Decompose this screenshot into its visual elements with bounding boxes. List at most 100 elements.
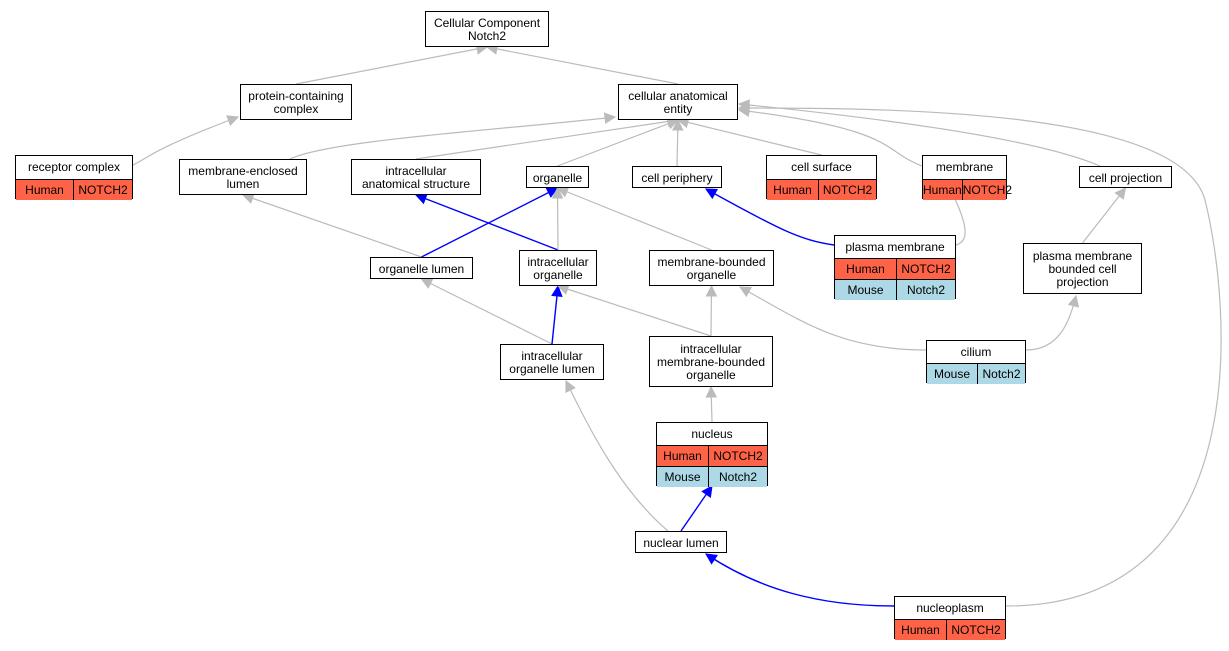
gene-cell: NOTCH2 [951, 622, 1001, 637]
annotation-row-human: Human NOTCH2 [895, 619, 1005, 640]
species-cell: Human [767, 180, 819, 200]
edge-plasma-membrane-bounded-cell-projection-to-cell-projection-arrowhead [1114, 187, 1127, 200]
gene-cell: NOTCH2 [822, 182, 873, 197]
edge-nucleus-to-intracellular-membrane-bounded-organelle-arrowhead [705, 385, 718, 398]
species-cell: Human [923, 180, 963, 200]
edge-cilium-to-membrane-bounded-organelle [739, 286, 927, 351]
edge-nuclear-lumen-to-nucleus-arrowhead [701, 485, 713, 498]
node-label: cell surface [791, 160, 852, 174]
node-label: organelle lumen [378, 261, 465, 276]
node-cellular-component-notch2[interactable]: Cellular Component Notch2 [425, 11, 549, 47]
species-cell: Mouse [927, 364, 978, 384]
node-organelle-lumen[interactable]: organelle lumen [370, 257, 473, 279]
annotation-row-human: Human NOTCH2 [835, 258, 955, 279]
node-label: membrane-bounded organelle [657, 255, 766, 282]
node-label: intracellular membrane-bounded organelle [656, 342, 766, 382]
species-cell: Human [657, 446, 709, 466]
edge-nucleoplasm-to-nuclear-lumen-arrowhead [705, 553, 718, 565]
edge-receptor-complex-to-protein-containing-complex-arrowhead [226, 115, 240, 127]
edge-receptor-complex-to-protein-containing-complex [132, 116, 239, 166]
edge-nucleoplasm-to-cellular-anatomical-entity-arrowhead [737, 102, 750, 114]
node-label: plasma membrane bounded cell projection [1032, 249, 1133, 289]
species-cell: Mouse [657, 467, 709, 487]
edge-nucleoplasm-to-nuclear-lumen [705, 553, 895, 607]
node-intracellular-organelle-lumen[interactable]: intracellular organelle lumen [500, 344, 604, 380]
edge-membrane-bounded-organelle-to-organelle [557, 187, 712, 251]
node-membrane[interactable]: membrane Human NOTCH2 [922, 155, 1012, 200]
node-label: nucleus [691, 426, 733, 441]
edge-intracellular-organelle-to-organelle-arrowhead [551, 186, 564, 199]
node-plasma-membrane[interactable]: plasma membrane Human NOTCH2 Mouse Notch… [834, 235, 956, 300]
node-label: intracellular organelle [527, 255, 589, 282]
node-cellular-anatomical-entity[interactable]: cellular anatomical entity [618, 84, 738, 120]
node-label: nuclear lumen [643, 535, 719, 550]
edge-intracellular-organelle-lumen-to-intracellular-organelle-arrowhead [551, 284, 563, 298]
node-intracellular-organelle[interactable]: intracellular organelle [519, 250, 597, 286]
gene-cell: Notch2 [982, 366, 1021, 381]
node-label: cell projection [1088, 170, 1163, 185]
species-cell: Human [835, 259, 897, 279]
species-cell: Mouse [835, 280, 897, 300]
node-label: intracellular organelle lumen [509, 349, 595, 376]
gene-cell: NOTCH2 [78, 182, 128, 197]
edge-organelle-lumen-to-membrane-enclosed-lumen [242, 194, 422, 258]
gene-cell: Notch2 [906, 282, 946, 297]
node-label: nucleoplasm [916, 600, 984, 615]
node-nucleoplasm[interactable]: nucleoplasm Human NOTCH2 [894, 596, 1006, 640]
edge-cellular-anatomical-entity-to-root [486, 46, 679, 85]
species-cell: Human [895, 620, 947, 640]
edge-nucleoplasm-to-cellular-anatomical-entity [738, 107, 1222, 607]
edge-membrane-enclosed-lumen-to-cellular-anatomical-entity [289, 116, 616, 160]
node-label: protein-containing complex [248, 89, 344, 116]
node-protein-containing-complex[interactable]: protein-containing complex [240, 84, 352, 120]
gene-cell: NOTCH2 [713, 448, 763, 463]
edge-plasma-membrane-to-cell-periphery [705, 188, 835, 246]
edge-plasma-membrane-to-cell-periphery-arrowhead [705, 188, 718, 200]
node-cilium[interactable]: cilium Mouse Notch2 [926, 340, 1026, 384]
edge-nuclear-lumen-to-intracellular-organelle-lumen [565, 380, 669, 532]
edge-membrane-to-cellular-anatomical-entity [738, 109, 923, 167]
node-nuclear-lumen[interactable]: nuclear lumen [635, 531, 727, 553]
annotation-row-mouse: Mouse Notch2 [835, 279, 955, 300]
node-nucleus[interactable]: nucleus Human NOTCH2 Mouse Notch2 [656, 422, 768, 487]
edge-intracellular-membrane-bounded-organelle-to-membrane-bounded-organelle-arrowhead [705, 284, 718, 297]
edge-cell-periphery-to-cellular-anatomical-entity-arrowhead [671, 118, 684, 131]
edge-intracellular-membrane-bounded-organelle-to-intracellular-organelle [557, 285, 712, 337]
annotation-row-mouse: Mouse Notch2 [657, 466, 767, 487]
node-label: organelle [532, 170, 583, 185]
gene-cell: Notch2 [718, 469, 758, 484]
node-intracellular-anatomical-structure[interactable]: intracellular anatomical structure [351, 159, 481, 195]
edge-cilium-to-plasma-membrane-bounded-cell-projection-arrowhead [1067, 294, 1080, 308]
node-cell-periphery[interactable]: cell periphery [632, 166, 722, 188]
edge-intracellular-organelle-to-intracellular-anatomical-structure [415, 194, 559, 251]
edge-cilium-to-membrane-bounded-organelle-arrowhead [739, 286, 752, 298]
gene-cell: NOTCH2 [962, 182, 1013, 197]
node-label: receptor complex [27, 160, 121, 174]
edge-intracellular-organelle-lumen-to-organelle-lumen-arrowhead [420, 278, 434, 289]
node-label: plasma membrane [845, 239, 945, 254]
node-label: membrane [935, 160, 994, 174]
node-membrane-enclosed-lumen[interactable]: membrane-enclosed lumen [179, 159, 307, 195]
node-label: cilium [960, 344, 992, 359]
node-cell-surface[interactable]: cell surface Human NOTCH2 [766, 155, 877, 200]
node-membrane-bounded-organelle[interactable]: membrane-bounded organelle [649, 250, 774, 286]
annotation-row-human: Human NOTCH2 [657, 445, 767, 466]
edge-intracellular-organelle-lumen-to-organelle-lumen [421, 278, 553, 345]
node-intracellular-membrane-bounded-organelle[interactable]: intracellular membrane-bounded organelle [649, 336, 773, 387]
node-label: cell periphery [641, 170, 713, 185]
node-receptor-complex[interactable]: receptor complex Human NOTCH2 [15, 155, 133, 200]
edge-organelle-lumen-to-organelle [421, 187, 558, 258]
node-plasma-membrane-bounded-cell-projection[interactable]: plasma membrane bounded cell projection [1023, 243, 1142, 294]
edge-cell-surface-to-cellular-anatomical-entity [677, 119, 822, 156]
node-organelle[interactable]: organelle [526, 166, 589, 188]
edge-cell-projection-to-cellular-anatomical-entity [738, 103, 1101, 167]
node-label: cellular anatomical entity [628, 89, 728, 116]
species-cell: Human [16, 180, 74, 200]
node-label: Cellular Component Notch2 [433, 16, 541, 43]
annotation-row-human: Human NOTCH2 [16, 179, 132, 200]
node-cell-projection[interactable]: cell projection [1079, 166, 1172, 188]
edge-intracellular-anatomical-structure-to-cellular-anatomical-entity [415, 119, 679, 160]
gene-cell: NOTCH2 [901, 261, 951, 276]
